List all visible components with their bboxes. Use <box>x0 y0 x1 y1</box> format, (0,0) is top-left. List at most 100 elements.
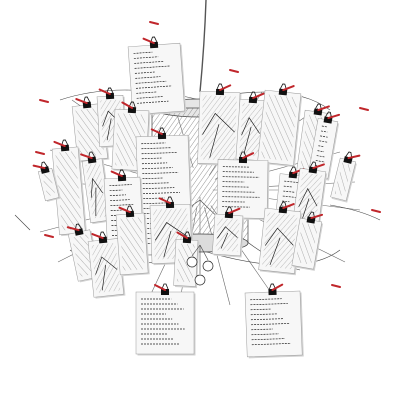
sketch-strokes <box>154 222 188 258</box>
red-pin <box>271 283 284 292</box>
sketch-strokes <box>217 226 238 249</box>
clip-handle <box>269 283 276 290</box>
handwriting-line <box>316 155 325 158</box>
bulb <box>186 256 198 268</box>
sheet-drawing <box>295 222 319 265</box>
curved-wire <box>329 204 381 221</box>
red-pin <box>331 284 341 288</box>
clip-handle <box>61 139 69 146</box>
red-pin <box>66 226 80 232</box>
paper-sheet <box>291 211 324 271</box>
binder-clip <box>105 92 115 100</box>
handwriting-line <box>135 76 161 79</box>
paper-sheet <box>244 283 304 359</box>
clip-handle <box>239 151 247 158</box>
handwriting-line <box>141 142 166 145</box>
paper-sheet <box>173 231 200 289</box>
handwriting-line <box>319 140 329 143</box>
red-pin <box>252 92 265 100</box>
red-pin <box>98 88 111 96</box>
handwriting-line <box>109 184 132 187</box>
paper-sheet <box>51 139 88 237</box>
cable <box>199 0 207 93</box>
handwriting-line <box>142 182 169 185</box>
handwriting-line <box>142 167 173 170</box>
red-pin <box>359 107 369 111</box>
red-pin <box>118 206 131 214</box>
clip-handle <box>128 101 136 108</box>
paper-sheet <box>197 83 242 167</box>
binder-clip <box>157 132 167 140</box>
red-pin <box>35 151 45 155</box>
red-pin <box>91 233 104 240</box>
paper-sheet <box>115 205 150 277</box>
sheet-paper <box>135 291 195 355</box>
clip-handle <box>325 111 332 118</box>
paper-sheet <box>127 36 187 117</box>
handwriting-line <box>284 180 300 184</box>
sheet-drawing <box>72 234 96 277</box>
handwriting-line <box>251 333 279 336</box>
binder-clip <box>60 144 70 152</box>
red-pin <box>176 231 189 240</box>
red-pin <box>53 140 66 148</box>
paper-sheet <box>211 206 245 258</box>
sketch-strokes <box>241 117 260 154</box>
clip-handle <box>99 231 107 238</box>
red-pin <box>282 203 295 210</box>
red-pin <box>44 234 54 238</box>
binder-clip <box>224 211 234 219</box>
sheet-drawing <box>200 95 237 161</box>
red-pin <box>229 69 239 73</box>
sheet-drawing <box>91 242 121 293</box>
sketch-strokes <box>202 112 235 158</box>
handwriting-line <box>251 328 273 331</box>
handwriting-line <box>109 189 123 192</box>
sheet-drawing <box>262 212 298 270</box>
suspension-cable <box>199 0 207 93</box>
sketch-strokes <box>90 177 103 217</box>
bulb <box>202 260 214 272</box>
paper-sheet <box>330 151 361 203</box>
handwriting-line <box>135 85 173 89</box>
binder-clip <box>238 156 248 164</box>
sheet-drawing <box>215 218 240 252</box>
handwriting-line <box>250 298 282 301</box>
clip-handle <box>345 151 353 158</box>
handwriting-line <box>282 195 296 198</box>
sketch-strokes <box>264 227 294 266</box>
red-pin <box>110 170 123 178</box>
red-pin <box>242 152 255 160</box>
clip-handle <box>75 223 82 230</box>
sheet-drawing <box>55 151 83 231</box>
binder-clip <box>165 201 175 209</box>
handwriting-line <box>142 172 179 175</box>
curved-wire <box>14 214 31 231</box>
red-pin <box>327 113 341 120</box>
clip-handle <box>40 161 48 168</box>
paper-sheet <box>135 283 196 356</box>
handwriting-line <box>251 323 290 326</box>
paper-sheet <box>80 151 113 225</box>
clip-handle <box>126 205 134 212</box>
sheet-drawing <box>42 172 56 197</box>
clip-handle <box>83 96 91 103</box>
red-pin <box>39 99 49 103</box>
handwriting-line <box>222 196 260 198</box>
handwriting-line <box>143 202 171 205</box>
red-pin <box>154 284 166 291</box>
handwriting-line <box>250 318 284 321</box>
sheet-drawing <box>239 103 263 157</box>
clip-handle <box>158 127 166 134</box>
handwriting-line <box>142 187 175 190</box>
handwriting-line <box>283 185 293 188</box>
clip-handle <box>310 161 317 168</box>
red-pin <box>75 98 88 105</box>
clip-handle <box>249 91 257 98</box>
sketch-strokes <box>95 256 118 291</box>
paper-sheet <box>32 161 61 202</box>
sheet-drawing <box>119 217 145 271</box>
handwriting-line <box>320 130 328 133</box>
handwriting-line <box>134 71 155 74</box>
